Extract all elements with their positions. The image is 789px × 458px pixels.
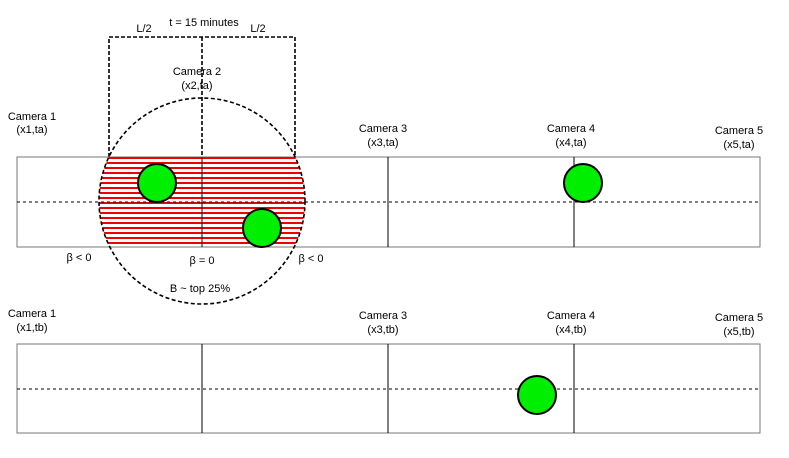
half-length-right-label: L/2 — [250, 23, 265, 35]
camera-coord: (x2,ta) — [181, 80, 212, 92]
camera-label: Camera 5 — [715, 125, 763, 137]
vehicle — [563, 163, 603, 203]
vehicle — [517, 375, 557, 415]
road-row-a — [16, 156, 761, 248]
beta-right-label: β < 0 — [299, 253, 324, 265]
camera-coord: (x5,ta) — [723, 139, 754, 151]
camera-label: Camera 2 — [173, 66, 221, 78]
vehicle — [242, 208, 282, 248]
region-label: B ~ top 25% — [170, 283, 230, 295]
camera-label: Camera 1 — [8, 111, 56, 123]
camera-coord: (x5,tb) — [723, 326, 754, 338]
camera-label: Camera 1 — [8, 308, 56, 320]
title-label: t = 15 minutes — [169, 17, 239, 29]
camera-label: Camera 5 — [715, 312, 763, 324]
camera-label: Camera 3 — [359, 310, 407, 322]
camera-label: Camera 4 — [547, 123, 595, 135]
camera-coord: (x4,ta) — [555, 137, 586, 149]
vehicle — [137, 163, 177, 203]
camera-label: Camera 4 — [547, 310, 595, 322]
detection-radius-circle — [98, 97, 306, 305]
time-window-box — [108, 36, 296, 157]
beta-center-label: β = 0 — [190, 255, 215, 267]
beta-left-label: β < 0 — [67, 252, 92, 264]
camera-coord: (x3,tb) — [367, 324, 398, 336]
half-length-left-label: L/2 — [136, 23, 151, 35]
road-row-b — [16, 343, 761, 434]
camera-coord: (x1,tb) — [16, 322, 47, 334]
camera-label: Camera 3 — [359, 123, 407, 135]
camera-coord: (x3,ta) — [367, 137, 398, 149]
camera-coord: (x4,tb) — [555, 324, 586, 336]
camera-coord: (x1,ta) — [16, 124, 47, 136]
